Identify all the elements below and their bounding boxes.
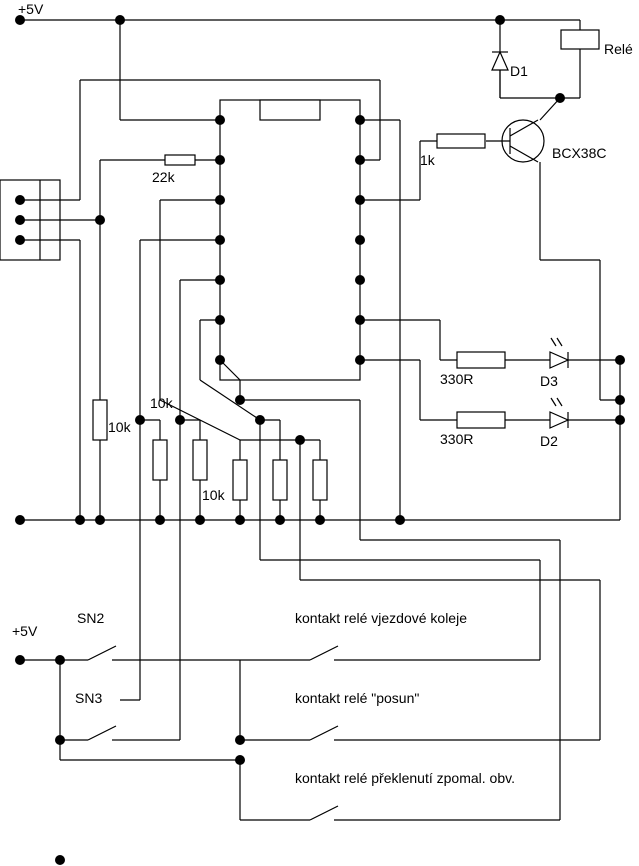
r330-b-label: 330R	[440, 431, 473, 447]
resistor-network	[232, 395, 601, 820]
d1-label: D1	[510, 63, 528, 79]
r10k-c-label: 10k	[202, 487, 226, 503]
resistor-1k	[360, 133, 486, 201]
transistor-bcx38c	[486, 119, 545, 163]
supply-node-2	[495, 15, 505, 25]
relay-contacts	[235, 645, 600, 821]
switch-sn3	[55, 660, 240, 761]
connector	[0, 179, 100, 261]
relay-label: Relé	[604, 41, 633, 57]
ground-rail	[15, 515, 620, 525]
contact3-label: kontakt relé překlenutí zpomal. obv.	[295, 770, 515, 786]
sn2-label: SN2	[77, 610, 104, 626]
r330-a-label: 330R	[440, 371, 473, 387]
switch-sn2	[15, 645, 241, 740]
r-base-label: 1k	[420, 152, 436, 168]
supply-rail	[15, 15, 581, 121]
d2-label: D2	[540, 433, 558, 449]
resistor-10k-middle-a	[135, 415, 168, 520]
contact1-label: kontakt relé vjezdové koleje	[295, 610, 467, 626]
vcc-left-label: +5V	[12, 623, 38, 639]
transistor-label: BCX38C	[552, 145, 606, 161]
diode-d1	[491, 50, 580, 121]
r10k-a-label: 10k	[108, 419, 132, 435]
resistor-10k-middle-b	[175, 415, 208, 520]
relay-coil	[560, 29, 600, 98]
ground-node	[55, 855, 65, 865]
resistor-10k-left	[92, 399, 108, 520]
vcc-top-node	[15, 15, 25, 25]
vcc-top-label: +5V	[18, 1, 44, 17]
r10k-b-label: 10k	[150, 395, 174, 411]
contact2-label: kontakt relé "posun"	[295, 690, 419, 706]
supply-node-1	[115, 15, 125, 25]
resistor-22k	[95, 154, 220, 400]
ic-chip	[215, 99, 365, 381]
r22k-label: 22k	[152, 169, 176, 185]
d3-label: D3	[540, 373, 558, 389]
sn3-label: SN3	[75, 690, 102, 706]
